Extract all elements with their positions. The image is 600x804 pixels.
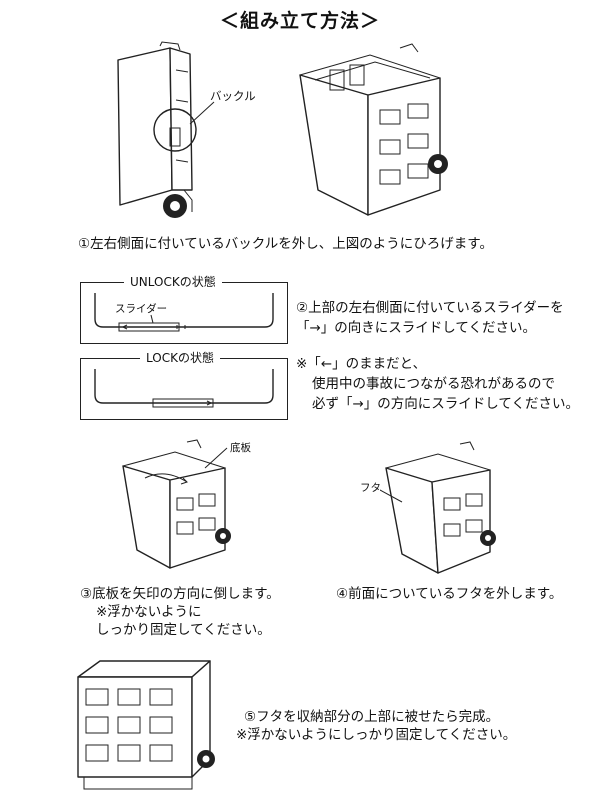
step4-instruction: ④前面についているフタを外します。 bbox=[336, 586, 563, 602]
unlock-state-panel bbox=[80, 282, 288, 344]
unlock-rail-illustration bbox=[94, 293, 274, 332]
step1-instruction: ①左右側面に付いているバックルを外し、上図のようにひろげます。 bbox=[78, 236, 493, 252]
buckle-label: バックル bbox=[210, 89, 256, 103]
lid-label: フタ bbox=[360, 482, 381, 494]
step2-note-line1: ※「←」のままだと、 bbox=[296, 356, 427, 372]
page-title: ＜組み立て方法＞ bbox=[219, 10, 380, 32]
opened-cart-illustration bbox=[299, 43, 448, 216]
step3-note-line1: ※浮かないように bbox=[96, 604, 202, 620]
step3-note-line2: しっかり固定してください。 bbox=[96, 622, 271, 638]
bottom-board-label: 底板 bbox=[230, 442, 251, 454]
lock-state-panel bbox=[80, 358, 288, 420]
slider-label: スライダー bbox=[115, 303, 168, 315]
cart-bottom-board-illustration bbox=[122, 439, 231, 569]
step2-note-line2: 使用中の事故につながる恐れがあるので bbox=[312, 376, 555, 392]
buckle-highlight-circle bbox=[153, 108, 197, 152]
lock-rail-illustration bbox=[94, 369, 274, 408]
assembled-cart-illustration bbox=[77, 660, 215, 790]
step3-instruction-line1: ③底板を矢印の方向に倒します。 bbox=[80, 586, 280, 602]
cart-lid-front-illustration bbox=[380, 441, 496, 574]
step5-note: ※浮かないようにしっかり固定してください。 bbox=[236, 727, 517, 743]
unlock-state-label: UNLOCKの状態 bbox=[124, 273, 222, 290]
lock-state-label: LOCKの状態 bbox=[140, 349, 220, 366]
step2-instruction-line2: 「→」の向きにスライドしてください。 bbox=[296, 320, 537, 336]
step5-instruction-line1: ⑤フタを収納部分の上部に被せたら完成。 bbox=[244, 709, 500, 725]
step2-instruction-line1: ②上部の左右側面に付いているスライダーを bbox=[296, 300, 564, 316]
folded-cart-illustration bbox=[117, 41, 193, 218]
buckle-pointer-line bbox=[189, 101, 215, 125]
step2-note-line3: 必ず「→」の方向にスライドしてください。 bbox=[312, 396, 580, 412]
